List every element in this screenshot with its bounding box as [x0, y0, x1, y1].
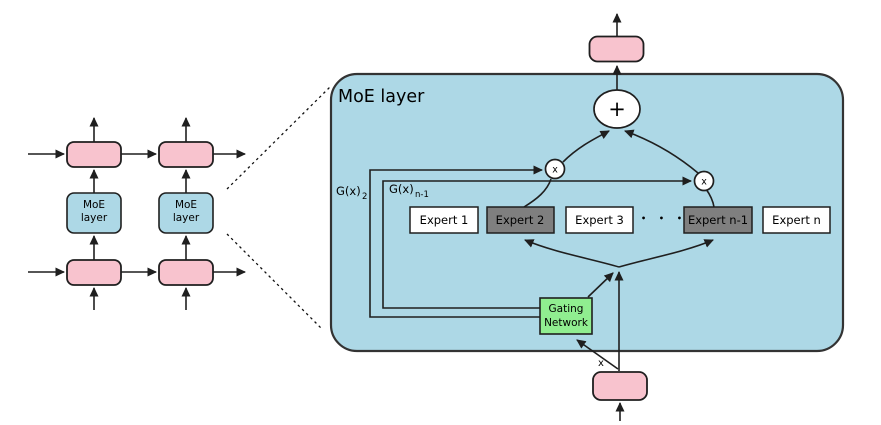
- expert-n-box: [762, 206, 831, 234]
- mult-right-symbol: x: [701, 177, 707, 188]
- rnn-cell-top-right: [158, 141, 214, 168]
- mult-left-to-sum-curve: [562, 130, 610, 163]
- gating-weight-path-gxn1: [382, 176, 692, 309]
- gxn1-label: G(x): [389, 182, 414, 196]
- rnn-cell-bottom-right: [158, 259, 214, 286]
- expert-n1-label: Expert n-1: [688, 213, 748, 227]
- input-curve-to-expert-n1: [618, 239, 714, 268]
- callout-dotted-line-bottom: [226, 233, 322, 329]
- moe-layer-box-left: [66, 192, 122, 234]
- moe-layer-title: MoE layer: [338, 87, 425, 107]
- gx2-label: G(x): [336, 184, 361, 198]
- gating-arrow-to-branch-point: [587, 272, 614, 298]
- expert2-output-wire: [523, 178, 552, 208]
- expert-1-box: [409, 206, 479, 234]
- expert-2-label: Expert 2: [496, 213, 545, 227]
- moe-layer-box-right: [158, 192, 214, 234]
- callout-dotted-line-top: [226, 85, 332, 190]
- experts-ellipsis: • • •: [641, 214, 687, 223]
- moe-box-left-label-line1: MoE: [83, 199, 105, 211]
- input-curve-to-expert2: [524, 239, 620, 268]
- rnn-cell-top-left: [66, 141, 122, 168]
- input-arrow-to-gating: [576, 339, 619, 370]
- mult-node-left: [544, 158, 566, 180]
- gxn1-subscript: n-1: [415, 190, 429, 200]
- expert-2-box: [486, 206, 555, 234]
- input-x-label: x: [598, 358, 604, 369]
- moe-layer-detail: MoE layer G(x) 2 G(x) n-1 + x x Expert 1: [329, 72, 845, 371]
- mult-node-right: [693, 170, 715, 192]
- expert-3-box: [565, 206, 634, 234]
- output-cell: [588, 35, 645, 63]
- expert-1-label: Expert 1: [420, 213, 469, 227]
- gx2-subscript: 2: [362, 192, 367, 202]
- gating-network-label-line1: Gating: [549, 303, 584, 315]
- moe-box-right-label-line1: MoE: [175, 199, 197, 211]
- gating-network-label-line2: Network: [544, 317, 589, 329]
- expert-3-label: Expert 3: [575, 213, 624, 227]
- recurrent-network-diagram: MoE layer MoE layer: [28, 117, 246, 310]
- mult-left-symbol: x: [552, 165, 558, 176]
- gating-weight-path-gx2: [369, 165, 543, 318]
- gating-network-box: [539, 297, 593, 335]
- rnn-cell-bottom-left: [66, 259, 122, 286]
- expert-n1-box: [683, 206, 753, 234]
- sum-symbol: +: [608, 97, 626, 121]
- moe-box-right-label-line2: layer: [173, 212, 200, 224]
- expert-n-label: Expert n: [772, 213, 821, 227]
- moe-box-left-label-line2: layer: [81, 212, 108, 224]
- input-cell: [592, 371, 648, 401]
- mult-right-to-sum-curve: [624, 129, 699, 174]
